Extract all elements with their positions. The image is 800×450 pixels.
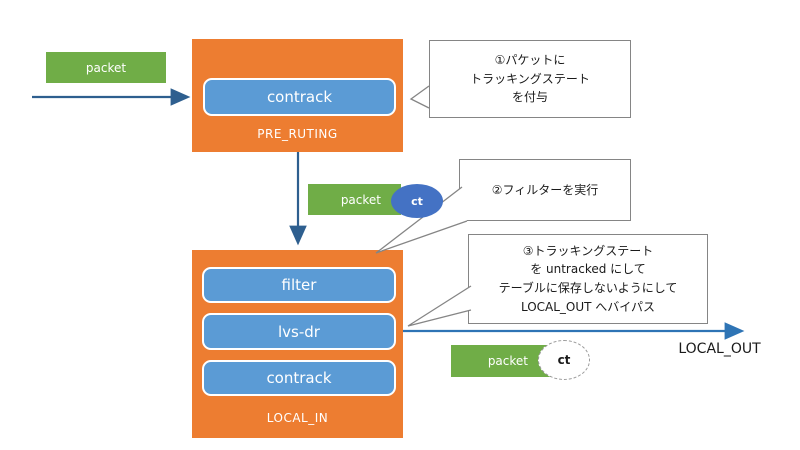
- prerouting-chain-label: PRE_RUTING: [257, 127, 338, 141]
- localin-lvsdr-module: lvs-dr: [202, 313, 396, 350]
- localin-filter-module: filter: [202, 267, 396, 303]
- callout-2: ②フィルターを実行: [459, 159, 631, 221]
- packet-box-incoming: packet: [46, 52, 166, 83]
- callout-3-line: LOCAL_OUT へバイパス: [520, 299, 656, 314]
- callout-3: ③トラッキングステート を untracked にして テーブルに保存しないよう…: [468, 234, 708, 324]
- packet-label: packet: [340, 192, 381, 207]
- packet-label: packet: [85, 60, 127, 75]
- callout-1-line: ①パケットに: [494, 53, 566, 68]
- localin-contrack-module: contrack: [202, 360, 396, 396]
- callout-1-tail-icon: [409, 85, 430, 109]
- callout-1: ①パケットに トラッキングステート を付与: [429, 40, 631, 118]
- callout-3-line: を untracked にして: [530, 262, 646, 277]
- callout-1-line: を付与: [511, 90, 548, 105]
- packet-box-untracked: packet: [451, 345, 552, 377]
- callout-2-line: ②フィルターを実行: [491, 182, 599, 197]
- module-label: filter: [281, 276, 317, 294]
- callout-1-line: トラッキングステート: [470, 71, 590, 86]
- ct-untracked-ellipse: ct: [538, 340, 590, 380]
- local-out-label: LOCAL_OUT: [678, 341, 761, 357]
- module-label: contrack: [266, 88, 333, 106]
- ct-label: ct: [411, 194, 423, 208]
- packet-label: packet: [487, 354, 528, 368]
- module-label: lvs-dr: [278, 322, 320, 341]
- ct-state-ellipse: ct: [391, 184, 443, 218]
- packet-box-tracked: packet: [308, 184, 401, 215]
- ct-label: ct: [557, 353, 571, 367]
- module-label: contrack: [266, 369, 332, 387]
- callout-3-tail-icon: [407, 285, 472, 327]
- callout-3-line: ③トラッキングステート: [522, 243, 654, 258]
- localin-chain-label: LOCAL_IN: [266, 411, 329, 425]
- prerouting-contrack-module: contrack: [203, 78, 396, 116]
- callout-3-line: テーブルに保存しないようにして: [498, 281, 678, 295]
